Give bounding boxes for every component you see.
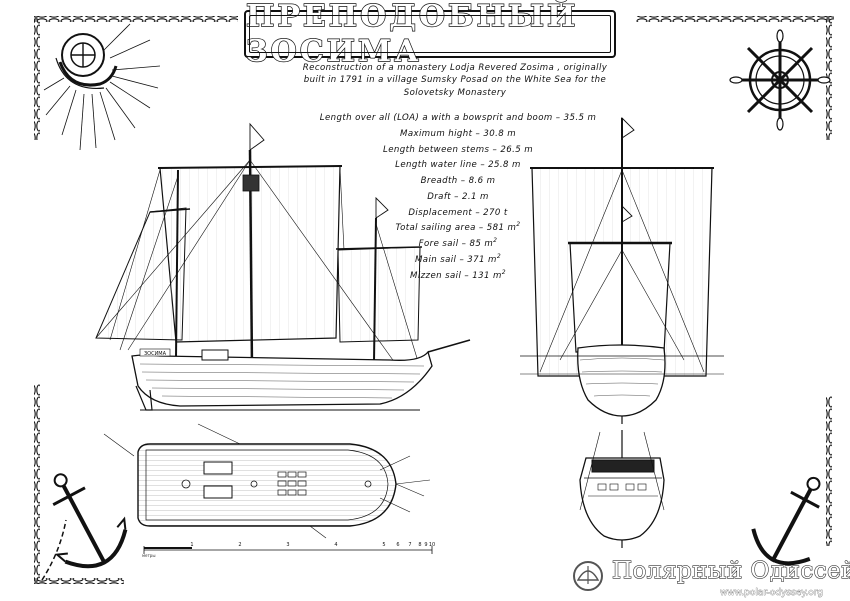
- ship-wheel-icon: [729, 29, 831, 131]
- title-banner: ПРЕПОДОБНЫЙ ЗОСИМА: [244, 0, 616, 70]
- chain-border-bottom-left: [34, 384, 124, 584]
- spec-item: Total sailing area – 581 m2: [395, 221, 521, 234]
- hull-nameplate: ЗОСИМА: [139, 348, 171, 357]
- svg-text:3: 3: [286, 542, 289, 548]
- svg-text:6: 6: [396, 542, 399, 548]
- spec-item: Main sail – 371 m2: [414, 252, 502, 265]
- spec-item: Maximum hight – 30.8 m: [400, 128, 516, 139]
- cross-section: [579, 430, 665, 548]
- description-line: built in 1791 in a village Sumsky Posad …: [303, 75, 607, 86]
- scale-bar-label: метры: [142, 553, 156, 558]
- svg-text:ЗОСИМА: ЗОСИМА: [144, 351, 167, 357]
- spec-item: Fore sail – 85 m2: [418, 237, 498, 249]
- svg-text:10: 10: [429, 542, 435, 548]
- svg-text:4: 4: [334, 542, 337, 548]
- page-title: ПРЕПОДОБНЫЙ ЗОСИМА: [245, 0, 579, 70]
- scale-bar-ticks: 1 2 3 4 5 6 7 8 9 10: [190, 542, 435, 548]
- spec-item: Length water line – 25.8 m: [395, 160, 521, 171]
- monastery-emblem-icon: [43, 23, 161, 151]
- svg-text:2: 2: [238, 542, 241, 548]
- spec-item: Draft – 2.1 m: [427, 191, 489, 202]
- spec-item: Length over all (LOA) a with a bowsprit …: [319, 112, 597, 123]
- svg-text:7: 7: [408, 542, 411, 548]
- svg-text:5: 5: [382, 542, 385, 548]
- svg-text:1: 1: [190, 542, 193, 548]
- deck-plan: [103, 423, 431, 539]
- chain-border-bottom-right: [826, 396, 832, 546]
- description-line: Solovetsky Monastery: [403, 87, 507, 98]
- spec-item: Displacement – 270 t: [408, 207, 508, 218]
- chain-border-top-left: [34, 16, 238, 140]
- svg-text:9: 9: [424, 542, 427, 548]
- side-elevation: [95, 122, 471, 411]
- watermark-url: www.polar-odyssey.org: [720, 588, 824, 599]
- description-line: Reconstruction of a monastery Lodja Reve…: [302, 63, 608, 73]
- spec-item: Mizzen sail – 131 m2: [410, 268, 506, 281]
- spec-item: Breadth – 8.6 m: [420, 175, 496, 186]
- scale-bar: [143, 546, 433, 554]
- anchor-icon: [52, 473, 128, 569]
- spec-item: Length between stems – 26.5 m: [383, 144, 533, 155]
- anchor-icon-right: [751, 476, 821, 566]
- watermark-logo-icon: [573, 561, 603, 591]
- ship-description: Reconstruction of a monastery Lodja Reve…: [290, 62, 620, 99]
- chain-link-decor: [41, 519, 67, 581]
- watermark-text: Полярный Одиссей: [611, 557, 850, 584]
- specifications-list: Length over all (LOA) a with a bowsprit …: [300, 109, 616, 282]
- watermark: Полярный Одиссей www.polar-odyssey.org: [570, 557, 850, 601]
- svg-text:8: 8: [418, 542, 421, 548]
- front-elevation: [520, 116, 724, 424]
